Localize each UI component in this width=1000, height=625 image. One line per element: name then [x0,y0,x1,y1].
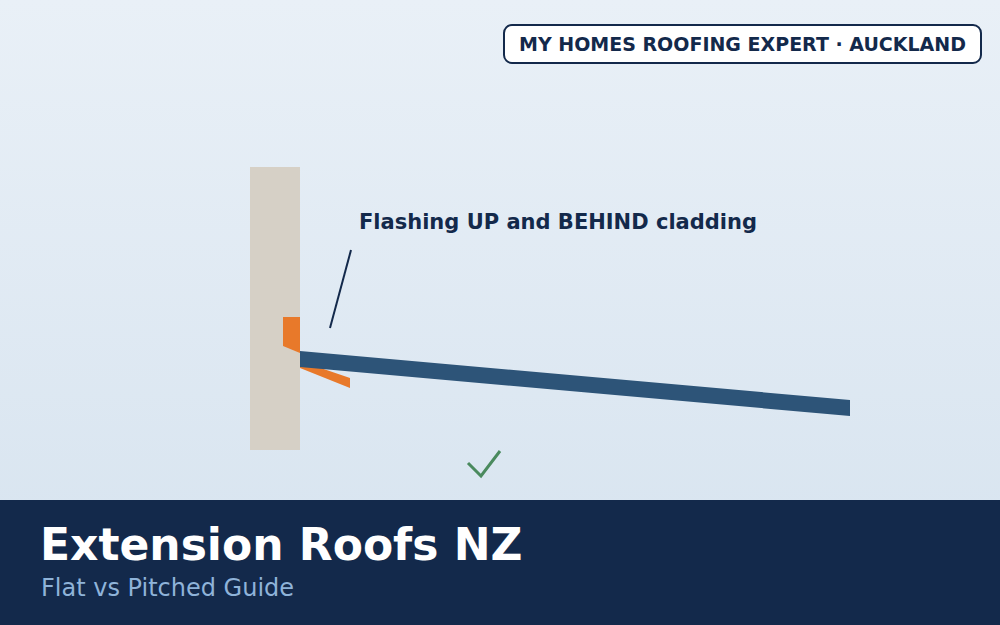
flashing-upstand [283,317,300,353]
node-subheading: Flat vs Pitched Guide [41,573,294,603]
leader-line [330,250,351,328]
brand-badge: MY HOMES ROOFING EXPERT · AUCKLAND [503,24,982,64]
roof-slope [300,351,850,416]
node-heading: Extension Roofs NZ [40,518,523,572]
wall-cladding [250,167,300,450]
callout-label: Flashing UP and BEHIND cladding [359,209,757,235]
node-heading: MY HOMES ROOFING EXPERT · AUCKLAND [519,32,966,56]
check-mark [468,451,500,476]
title-band: Extension Roofs NZFlat vs Pitched Guide [0,500,1000,625]
